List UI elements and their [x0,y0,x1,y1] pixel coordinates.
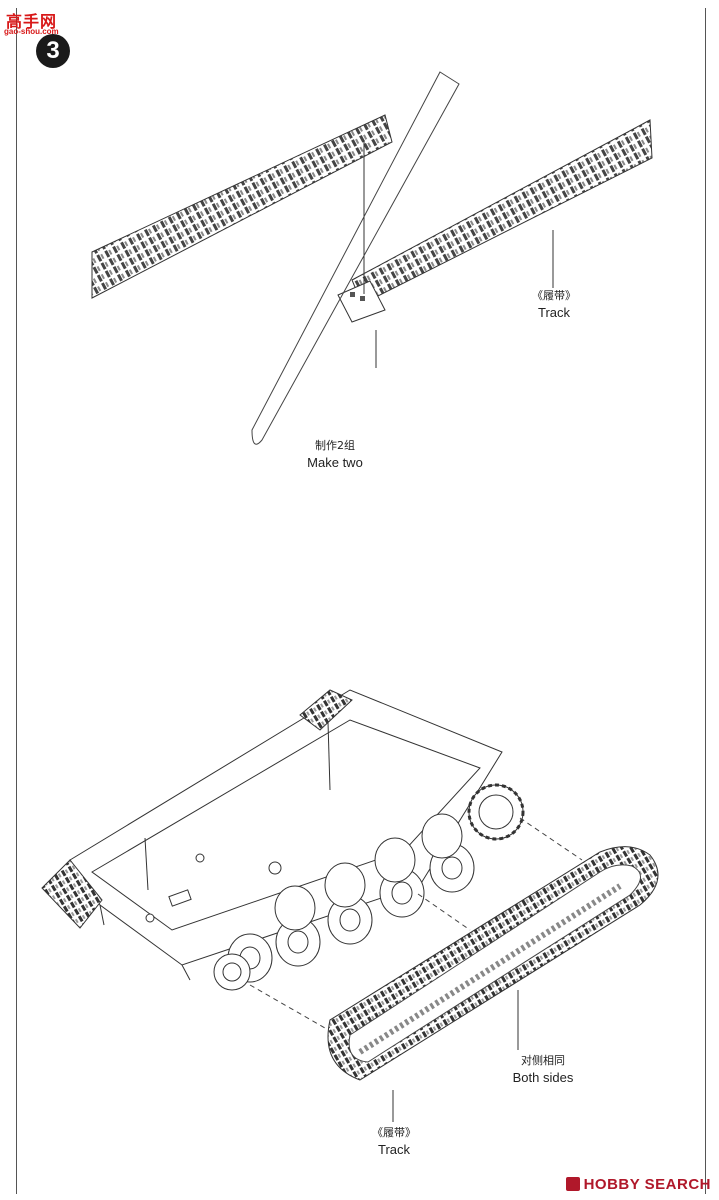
watermark-logo: 高手网 gao-shou.com [2,2,76,36]
make-two-callout-outline [251,71,460,445]
step-number-badge: 3 [36,34,70,68]
chassis-hull [69,689,503,981]
both-sides-label-en: Both sides [512,1070,574,1085]
track-loop [327,846,659,1081]
upper-track-label: 《履带》 Track [512,287,596,321]
upper-track-label-cn: 《履带》 [532,289,576,302]
lower-track-label-cn: 《履带》 [372,1126,416,1139]
brand-logo-icon [565,1177,580,1191]
track-strip-left [91,114,393,299]
both-sides-label-cn: 对侧相同 [521,1054,565,1067]
road-wheels [227,813,475,983]
make-two-label: 制作2组 Make two [290,437,380,471]
idler-wheel [213,953,251,991]
watermark-site-name: 高手网 [6,12,58,31]
watermark-site-url: gao-shou.com [4,27,59,36]
far-side-track-top [299,689,353,731]
far-side-track-end [41,859,103,929]
drive-sprocket [467,783,525,841]
lower-track-label: 《履带》 Track [352,1124,436,1158]
both-sides-label: 对侧相同 Both sides [498,1052,588,1086]
make-two-label-cn: 制作2组 [315,439,355,452]
upper-track-label-en: Track [537,305,571,320]
page-border [16,8,706,1194]
footer-brand-text: HOBBY SEARCH [583,1176,711,1193]
make-two-label-en: Make two [307,455,363,470]
track-strip-right [351,119,653,305]
track-joint-detail [337,140,386,368]
assembly-guide-lines [249,817,583,1029]
lower-track-label-en: Track [377,1142,411,1157]
footer-brand: HOBBY SEARCH [565,1176,711,1196]
